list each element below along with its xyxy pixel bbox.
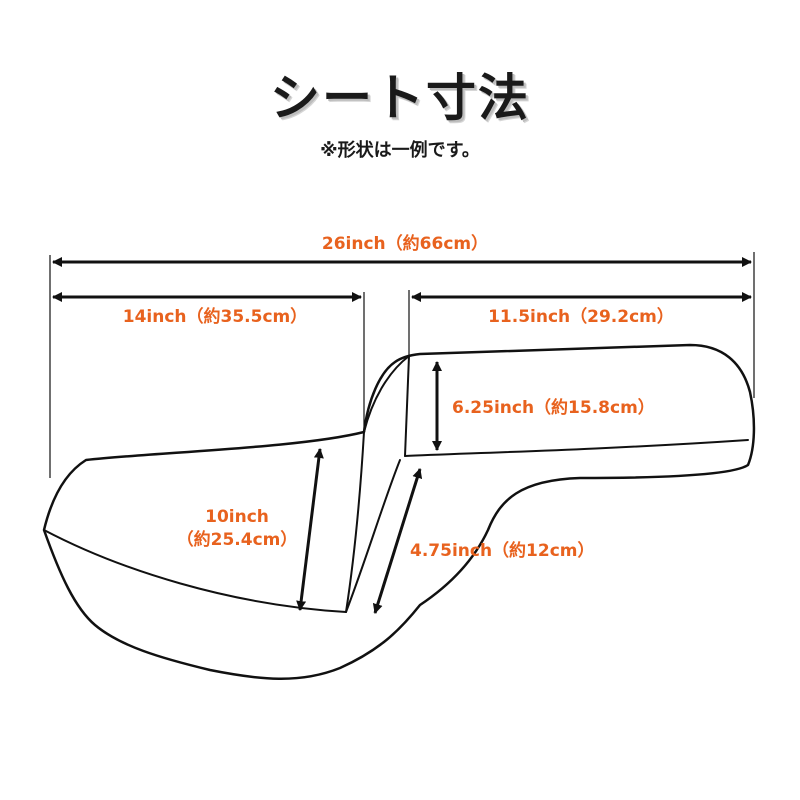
- total-length-label: 26inch（約66cm）: [322, 233, 488, 254]
- dimension-arrows: [52, 257, 752, 614]
- rear-length-label: 11.5inch（29.2cm）: [488, 306, 674, 327]
- page-title: シート寸法: [270, 69, 530, 127]
- front-width-label-line1: 10inch: [205, 507, 269, 527]
- rear-width-label: 4.75inch（約12cm）: [410, 540, 595, 561]
- front-width-label-line2: （約25.4cm）: [177, 529, 298, 550]
- rear-height-label: 6.25inch（約15.8cm）: [452, 397, 655, 418]
- front-width-arrow: [296, 448, 324, 611]
- front-length-label: 14inch（約35.5cm）: [123, 306, 308, 327]
- page-subtitle: ※形状は一例です。: [320, 140, 480, 161]
- rear-width-arrow: [372, 468, 423, 614]
- dimension-labels: 26inch（約66cm） 14inch（約35.5cm） 11.5inch（2…: [123, 233, 674, 561]
- seat-outline: [42, 343, 756, 680]
